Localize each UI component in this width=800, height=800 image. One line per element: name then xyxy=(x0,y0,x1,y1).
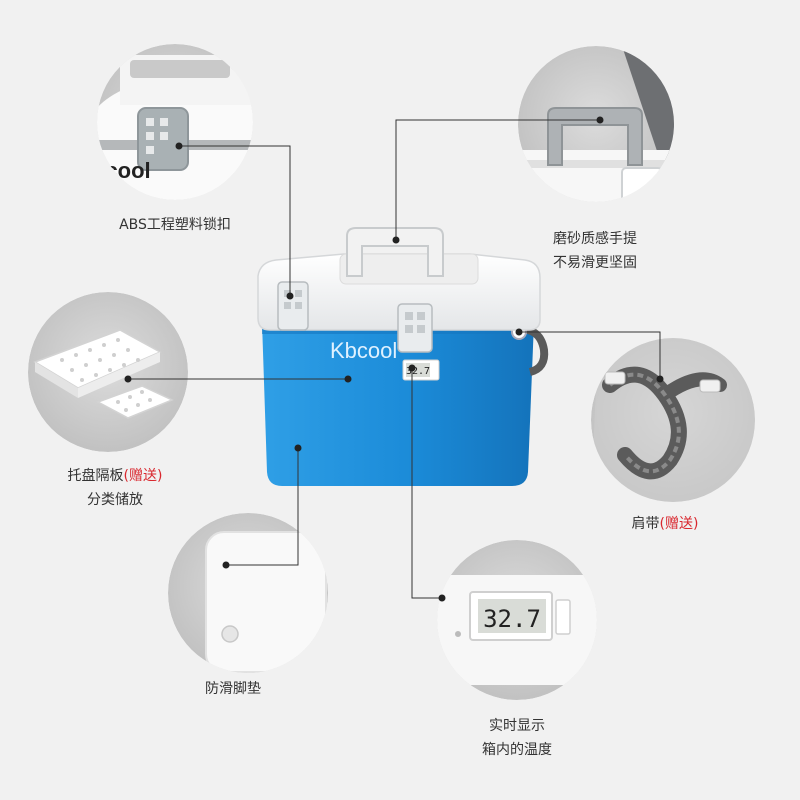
thermometer-detail-circle xyxy=(437,540,597,700)
feet-detail-circle xyxy=(168,513,328,673)
feet-callout-line1: 防滑脚垫 xyxy=(205,681,261,697)
thermometer-detail-reading: 32.7 xyxy=(483,605,541,633)
thermometer-callout-line1: 实时显示 xyxy=(489,718,545,734)
strap-detail-circle xyxy=(591,338,755,502)
tray-callout-text: 托盘隔板 xyxy=(67,468,124,484)
leader-dots xyxy=(124,116,664,602)
strap-callout-label: 肩带(赠送) xyxy=(590,512,740,536)
thermometer-callout-label: 实时显示 箱内的温度 xyxy=(442,714,592,762)
feet-callout-label: 防滑脚垫 xyxy=(158,677,308,701)
strap-gift-badge: (赠送) xyxy=(659,516,699,532)
cooler-box xyxy=(257,227,549,486)
thermometer-leader-line xyxy=(411,368,442,599)
cooler-brand-logo: Kbcool xyxy=(330,338,397,363)
strap-leader-line xyxy=(519,331,661,379)
tray-callout-line2: 分类储放 xyxy=(87,492,143,508)
strap-callout-text: 肩带 xyxy=(631,516,660,532)
handle-callout-line1: 磨砂质感手提 xyxy=(553,231,637,247)
handle-detail-circle xyxy=(518,46,674,202)
latch-callout-label: ABS工程塑料锁扣 xyxy=(100,213,250,237)
handle-callout-line2: 不易滑更坚固 xyxy=(553,255,637,271)
tray-callout-line1: 托盘隔板(赠送) xyxy=(40,464,190,488)
tray-callout-label: 托盘隔板(赠送) 分类储放 xyxy=(40,464,190,512)
svg-text:bcool: bcool xyxy=(92,158,151,183)
thermometer-callout-line2: 箱内的温度 xyxy=(482,742,552,758)
tray-gift-badge: (赠送) xyxy=(123,468,163,484)
latch-detail-circle: bcool xyxy=(92,44,253,200)
leader-lines xyxy=(128,119,661,599)
latch-callout-line1: ABS工程塑料锁扣 xyxy=(119,217,231,233)
feet-leader-line xyxy=(226,448,299,566)
tray-detail-circle xyxy=(28,292,188,452)
handle-leader-line xyxy=(395,119,600,240)
cooler-thermometer-reading: 32.7 xyxy=(406,366,430,377)
strap-callout-line1: 肩带(赠送) xyxy=(590,512,740,536)
handle-callout-label: 磨砂质感手提 不易滑更坚固 xyxy=(520,227,670,275)
latch-leader-line xyxy=(179,145,291,296)
